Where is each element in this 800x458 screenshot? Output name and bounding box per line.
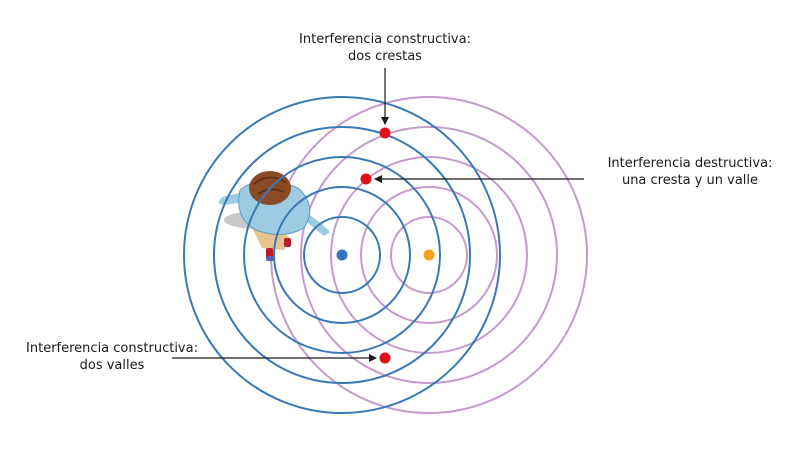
- person-hair-detail: [253, 176, 287, 195]
- blue-wavefront-1: [303, 216, 381, 294]
- label-constructive-crests: Interferencia constructiva: dos crestas: [270, 31, 500, 65]
- label-destructive: Interferencia destructiva: una cresta y …: [585, 155, 795, 189]
- orange-source-dot: [423, 249, 435, 261]
- label-constructive-troughs: Interferencia constructiva: dos valles: [6, 340, 218, 374]
- label-constructive-troughs-line1: Interferencia constructiva:: [26, 341, 198, 356]
- label-constructive-crests-line2: dos crestas: [348, 49, 422, 64]
- purple-wavefront-1: [390, 216, 468, 294]
- blue-source-dot: [336, 249, 348, 261]
- blue-wavefront-2: [273, 186, 411, 324]
- purple-wavefront-2: [360, 186, 498, 324]
- label-constructive-crests-line1: Interferencia constructiva:: [299, 32, 471, 47]
- blue-wavefront-3: [243, 156, 441, 354]
- blue-wavefronts: [183, 96, 501, 414]
- blue-wavefront-4: [213, 126, 471, 384]
- purple-wavefront-3: [330, 156, 528, 354]
- label-destructive-line1: Interferencia destructiva:: [607, 156, 773, 171]
- blue-wavefront-5: [183, 96, 501, 414]
- constructive-crests-point: [379, 127, 391, 139]
- destructive-point: [360, 173, 372, 185]
- person-shoe-left: [266, 256, 274, 261]
- label-constructive-troughs-line2: dos valles: [79, 358, 145, 373]
- label-destructive-line2: una cresta y un valle: [621, 173, 759, 188]
- person-sock-right: [284, 238, 291, 247]
- purple-wavefront-4: [300, 126, 558, 384]
- constructive-troughs-point: [379, 352, 391, 364]
